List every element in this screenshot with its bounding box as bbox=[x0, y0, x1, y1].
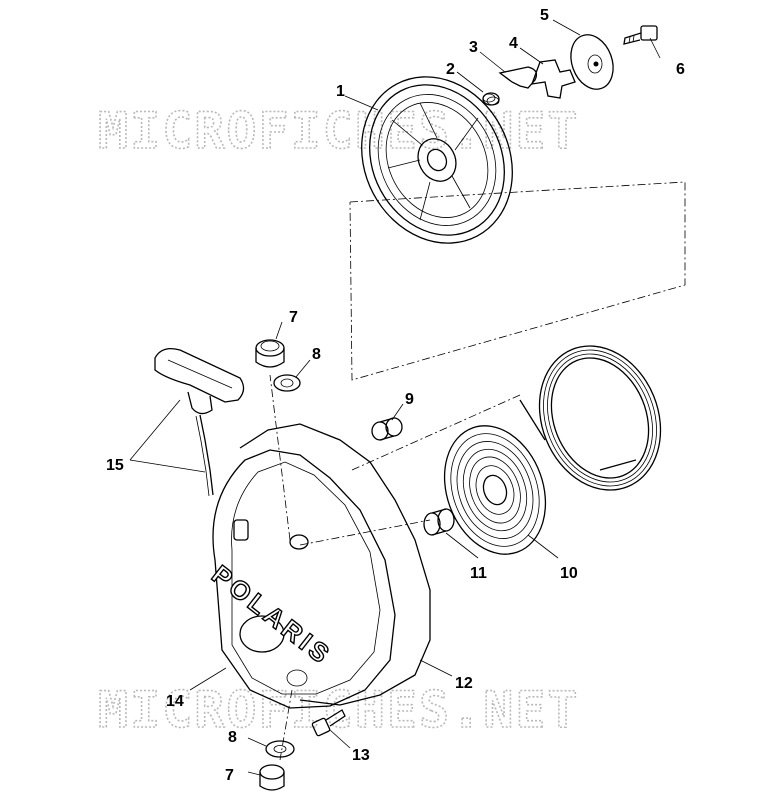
plug-part-top bbox=[255, 339, 285, 368]
callout-label: 8 bbox=[228, 729, 237, 746]
bushing-part-9 bbox=[371, 417, 403, 441]
callout-label: 14 bbox=[166, 693, 184, 710]
leader-lines bbox=[129, 19, 661, 776]
pawl-spring-part bbox=[482, 92, 500, 106]
washer-part-bottom bbox=[265, 740, 295, 758]
callout-label: 13 bbox=[352, 747, 370, 764]
callout-label: 10 bbox=[560, 565, 578, 582]
starter-housing-part: POLARIS bbox=[206, 449, 396, 709]
bushing-part-11 bbox=[423, 508, 455, 536]
callout-label: 15 bbox=[106, 457, 124, 474]
alignment-guide-line bbox=[279, 689, 293, 761]
recoil-spring-part bbox=[443, 399, 547, 555]
alignment-guide-line bbox=[299, 519, 431, 546]
washer-part-top bbox=[273, 374, 301, 392]
alignment-guide-line bbox=[351, 394, 521, 471]
friction-spring-part bbox=[531, 59, 576, 99]
callout-label: 6 bbox=[676, 61, 685, 78]
callout-label: 11 bbox=[470, 565, 487, 582]
friction-plate-part bbox=[570, 34, 614, 90]
plug-part-bottom bbox=[259, 764, 285, 791]
watermark-top: MICROFICHES.NET bbox=[98, 102, 580, 160]
callout-label: 9 bbox=[405, 391, 414, 408]
pulley-part bbox=[361, 76, 513, 244]
bolt-part-13 bbox=[311, 709, 346, 737]
callout-label: 12 bbox=[455, 675, 473, 692]
callout-label: 5 bbox=[540, 7, 549, 24]
callout-label: 3 bbox=[469, 39, 478, 56]
bolt-part-6 bbox=[623, 25, 658, 45]
polaris-brand-text: POLARIS bbox=[206, 559, 338, 671]
pawl-part bbox=[498, 66, 538, 89]
alignment-guide-box bbox=[349, 181, 686, 381]
watermark-bottom: MICROFICHES.NET bbox=[98, 681, 580, 739]
callout-label: 1 bbox=[336, 83, 345, 100]
callout-label: 8 bbox=[312, 346, 321, 363]
starter-housing-flange bbox=[239, 423, 431, 706]
callout-label: 2 bbox=[446, 61, 455, 78]
callout-label: 7 bbox=[225, 767, 234, 784]
callout-label: 4 bbox=[509, 35, 518, 52]
callout-label: 7 bbox=[289, 309, 298, 326]
alignment-guide-line bbox=[269, 374, 291, 541]
starter-handle-part bbox=[154, 347, 245, 497]
starter-rope-coil bbox=[538, 345, 662, 491]
